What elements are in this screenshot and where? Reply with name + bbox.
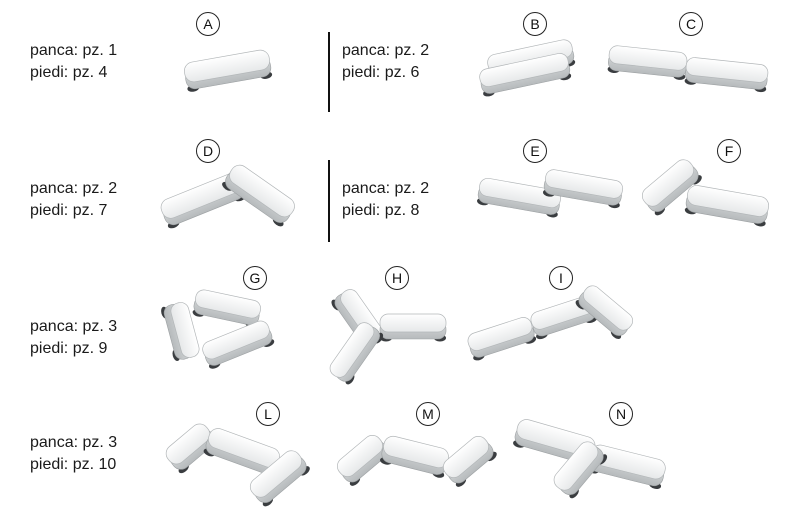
spec-group-3: panca: pz. 2 piedi: pz. 7	[30, 178, 117, 222]
bench-top	[641, 159, 695, 207]
bench-e-2	[542, 169, 624, 209]
bench-e-1	[476, 177, 561, 218]
bench-top	[443, 435, 489, 479]
bench-top	[686, 185, 770, 217]
bench-top	[467, 317, 533, 351]
bench-g-1	[161, 302, 200, 361]
config-label-d: D	[196, 139, 220, 163]
config-label-g: G	[243, 266, 267, 290]
bench-top	[249, 450, 303, 498]
piedi-count: piedi: pz. 6	[342, 64, 420, 81]
bench-h-3	[329, 322, 384, 385]
bench-top	[337, 434, 383, 478]
bench-top	[685, 57, 769, 83]
bench-l-2	[203, 428, 280, 478]
panca-count: panca: pz. 2	[342, 42, 430, 59]
piedi-count: piedi: pz. 7	[30, 202, 108, 219]
bench-top	[479, 53, 569, 87]
spec-group-6: panca: pz. 3 piedi: pz. 10	[30, 432, 117, 476]
config-label-f: F	[717, 139, 741, 163]
bench-f-1	[641, 159, 702, 216]
bench-d-2	[222, 164, 295, 227]
config-label-h: H	[385, 266, 409, 290]
bench-c-2	[684, 57, 769, 93]
bench-top	[582, 285, 634, 331]
bench-b-2	[479, 53, 572, 97]
config-label-m: M	[416, 402, 440, 426]
bench-c-1	[607, 45, 688, 80]
config-label-a: A	[196, 12, 220, 36]
bench-i-3	[575, 285, 634, 339]
config-label-i: I	[549, 266, 573, 290]
config-label-c: C	[679, 12, 703, 36]
piedi-count: piedi: pz. 4	[30, 64, 108, 81]
bench-m-1	[337, 434, 391, 486]
piedi-count: piedi: pz. 9	[30, 340, 108, 357]
bench-top	[195, 289, 261, 319]
panca-count: panca: pz. 3	[30, 318, 118, 335]
spec-group-5: panca: pz. 3 piedi: pz. 9	[30, 316, 117, 360]
bench-top	[379, 313, 447, 333]
panca-count: panca: pz. 1	[30, 42, 118, 59]
bench-f-2	[684, 185, 770, 227]
bench-h-2	[379, 313, 447, 342]
bench-top	[553, 441, 599, 491]
bench-top	[165, 423, 211, 465]
bench-top	[170, 302, 200, 358]
bench-l-3	[249, 450, 310, 507]
bench-top	[329, 322, 375, 378]
config-label-n: N	[609, 402, 633, 426]
bench-a	[184, 49, 273, 92]
bench-g-2	[192, 289, 261, 328]
bench-i-1	[467, 317, 537, 361]
bench-m-3	[443, 435, 497, 487]
divider-middle	[328, 160, 330, 242]
bench-top	[229, 164, 295, 218]
bench-top	[479, 177, 561, 209]
bench-g-3	[202, 320, 275, 369]
bench-top	[544, 169, 624, 199]
config-label-l: L	[256, 402, 280, 426]
piedi-count: piedi: pz. 10	[30, 456, 117, 473]
config-label-b: B	[523, 12, 547, 36]
spec-group-4: panca: pz. 2 piedi: pz. 8	[342, 178, 429, 222]
config-label-e: E	[523, 139, 547, 163]
bench-top	[184, 49, 270, 83]
spec-group-2: panca: pz. 2 piedi: pz. 6	[342, 40, 429, 84]
panca-count: panca: pz. 3	[30, 434, 118, 451]
bench-m-2	[380, 435, 449, 478]
piedi-count: piedi: pz. 8	[342, 202, 420, 219]
panca-count: panca: pz. 2	[342, 180, 430, 197]
panca-count: panca: pz. 2	[30, 180, 118, 197]
bench-n-3	[553, 441, 608, 499]
bench-top	[202, 320, 270, 360]
divider-top	[328, 32, 330, 112]
spec-group-1: panca: pz. 1 piedi: pz. 4	[30, 40, 117, 84]
